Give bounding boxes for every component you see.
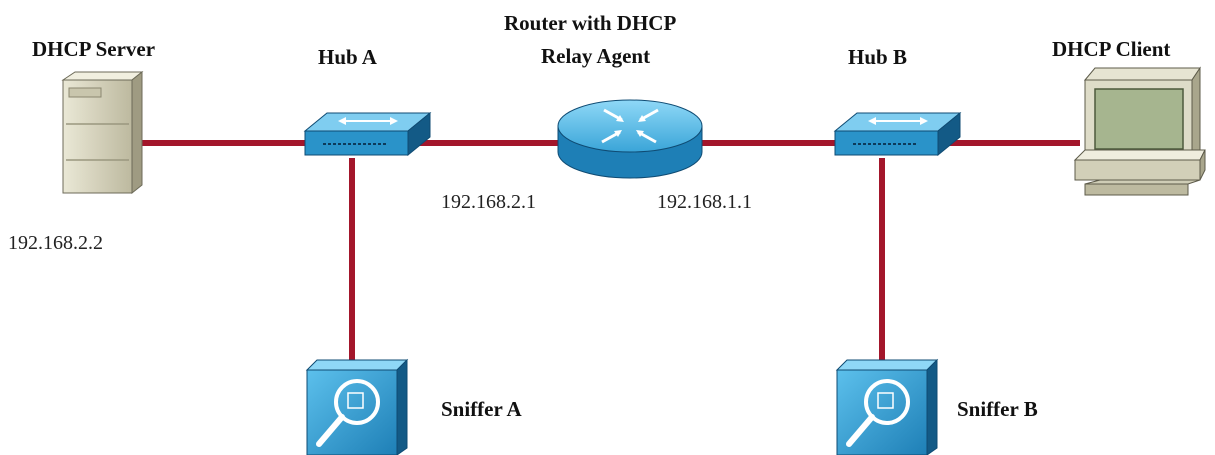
sniffer-b-title: Sniffer B <box>957 397 1038 421</box>
server-ip: 192.168.2.2 <box>8 232 103 254</box>
hub-b-icon[interactable] <box>833 111 962 157</box>
desktop-computer-icon[interactable] <box>1073 66 1206 196</box>
router-icon[interactable] <box>557 99 703 179</box>
router-ip-right: 192.168.1.1 <box>657 191 752 213</box>
hub-b-title: Hub B <box>848 45 907 69</box>
router-ip-left: 192.168.2.1 <box>441 191 536 213</box>
sniffer-b-icon[interactable] <box>835 358 939 455</box>
sniffer-a-icon[interactable] <box>305 358 409 455</box>
router-title-line2: Relay Agent <box>541 44 650 68</box>
sniffer-a-title: Sniffer A <box>441 397 523 421</box>
server-title: DHCP Server <box>32 37 155 61</box>
hub-a-icon[interactable] <box>303 111 432 157</box>
server-tower-icon[interactable] <box>61 70 144 195</box>
router-title-line1: Router with DHCP <box>504 11 676 35</box>
network-links <box>135 140 1080 362</box>
client-title: DHCP Client <box>1052 37 1170 61</box>
hub-a-title: Hub A <box>318 45 378 69</box>
